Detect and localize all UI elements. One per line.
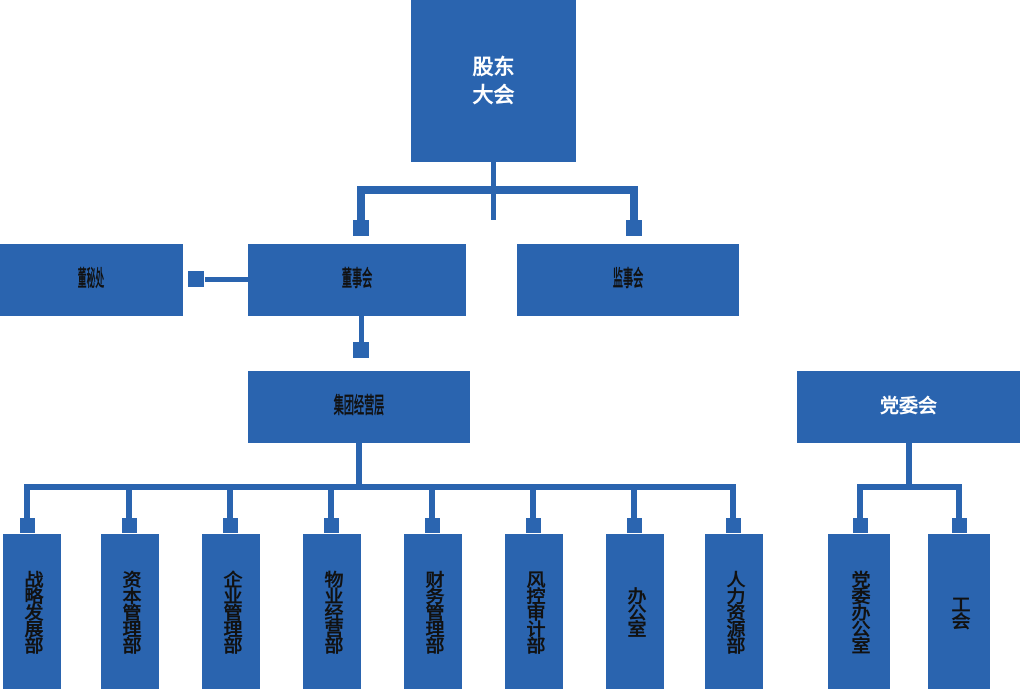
node-label-department-3: 物业经营部 [321, 570, 344, 653]
connector-drop-party-dept-1 [857, 484, 863, 526]
connector-stub-dept-4 [324, 518, 339, 533]
node-label-department-0: 战略发展部 [21, 570, 44, 653]
node-label-department-6: 办公室 [624, 586, 647, 637]
node-label-shareholders-meeting: 股东 大会 [472, 54, 515, 107]
node-department-4[interactable]: 财务管理部 [404, 534, 462, 689]
connector-drop-dept-7 [631, 484, 637, 526]
node-label-department-5: 风控审计部 [523, 570, 546, 653]
connector-stub-secretary-link [188, 271, 204, 287]
node-department-7[interactable]: 人力资源部 [705, 534, 763, 689]
connector-drop-dept-4 [328, 484, 334, 526]
connector-stub-dept-8 [726, 518, 741, 533]
node-board-secretary-office[interactable]: 董秘处 [0, 244, 183, 316]
node-shareholders-meeting[interactable]: 股东 大会 [411, 0, 576, 162]
node-label-party-committee: 党委会 [879, 395, 937, 418]
connector-drop-dept-6 [530, 484, 536, 526]
connector-stub-party-dept-1 [853, 518, 868, 533]
node-department-2[interactable]: 企业管理部 [202, 534, 260, 689]
connector-board-to-management [359, 316, 364, 342]
node-board-of-directors[interactable]: 董事会 [248, 244, 466, 316]
connector-drop-dept-5 [429, 484, 435, 526]
connector-stub-dept-1 [20, 518, 35, 533]
node-label-department-1: 资本管理部 [119, 570, 142, 653]
connector-drop-dept-8 [730, 484, 736, 526]
connector-stub-dept-7 [627, 518, 642, 533]
connector-drop-left-level2 [357, 186, 365, 220]
node-label-department-4: 财务管理部 [422, 570, 445, 653]
connector-stub-dept-3 [223, 518, 238, 533]
connector-bus-party-departments [857, 484, 962, 490]
node-label-party-department-0: 党委办公室 [848, 570, 871, 653]
node-department-0[interactable]: 战略发展部 [3, 534, 61, 689]
node-label-board-of-supervisors: 监事会 [612, 267, 644, 293]
node-party-department-1[interactable]: 工会 [928, 534, 990, 689]
connector-stub-management [353, 342, 369, 358]
node-department-5[interactable]: 风控审计部 [505, 534, 563, 689]
node-label-party-department-1: 工会 [948, 594, 971, 629]
node-label-group-management: 集团经营层 [333, 394, 385, 420]
node-department-6[interactable]: 办公室 [606, 534, 664, 689]
connector-bus-level2 [357, 186, 638, 194]
connector-drop-dept-2 [126, 484, 132, 526]
connector-drop-party-dept-2 [956, 484, 962, 526]
connector-drop-dept-1 [24, 484, 30, 526]
connector-bus-departments [24, 484, 736, 490]
node-label-board-of-directors: 董事会 [341, 267, 373, 293]
node-label-department-7: 人力资源部 [723, 570, 746, 653]
node-group-management[interactable]: 集团经营层 [248, 371, 470, 443]
node-label-department-2: 企业管理部 [220, 570, 243, 653]
node-party-department-0[interactable]: 党委办公室 [828, 534, 890, 689]
connector-stub-party-dept-2 [952, 518, 967, 533]
connector-drop-center-level2 [491, 186, 496, 220]
node-label-board-secretary-office: 董秘处 [78, 267, 105, 293]
connector-secretary-to-board [205, 277, 250, 282]
connector-stub-dept-2 [122, 518, 137, 533]
node-department-1[interactable]: 资本管理部 [101, 534, 159, 689]
node-board-of-supervisors[interactable]: 监事会 [517, 244, 739, 316]
connector-stub-dept-6 [526, 518, 541, 533]
connector-vertical-party-to-bus [906, 443, 912, 484]
connector-vertical-management-to-bus [356, 443, 362, 484]
node-department-3[interactable]: 物业经营部 [303, 534, 361, 689]
connector-stub-board-of-supervisors [626, 220, 642, 236]
connector-drop-dept-3 [227, 484, 233, 526]
connector-stub-board-of-directors [353, 220, 369, 236]
connector-drop-right-level2 [630, 186, 638, 220]
connector-vertical-shareholders-to-bus [491, 162, 496, 186]
connector-stub-dept-5 [425, 518, 440, 533]
node-party-committee[interactable]: 党委会 [797, 371, 1020, 443]
